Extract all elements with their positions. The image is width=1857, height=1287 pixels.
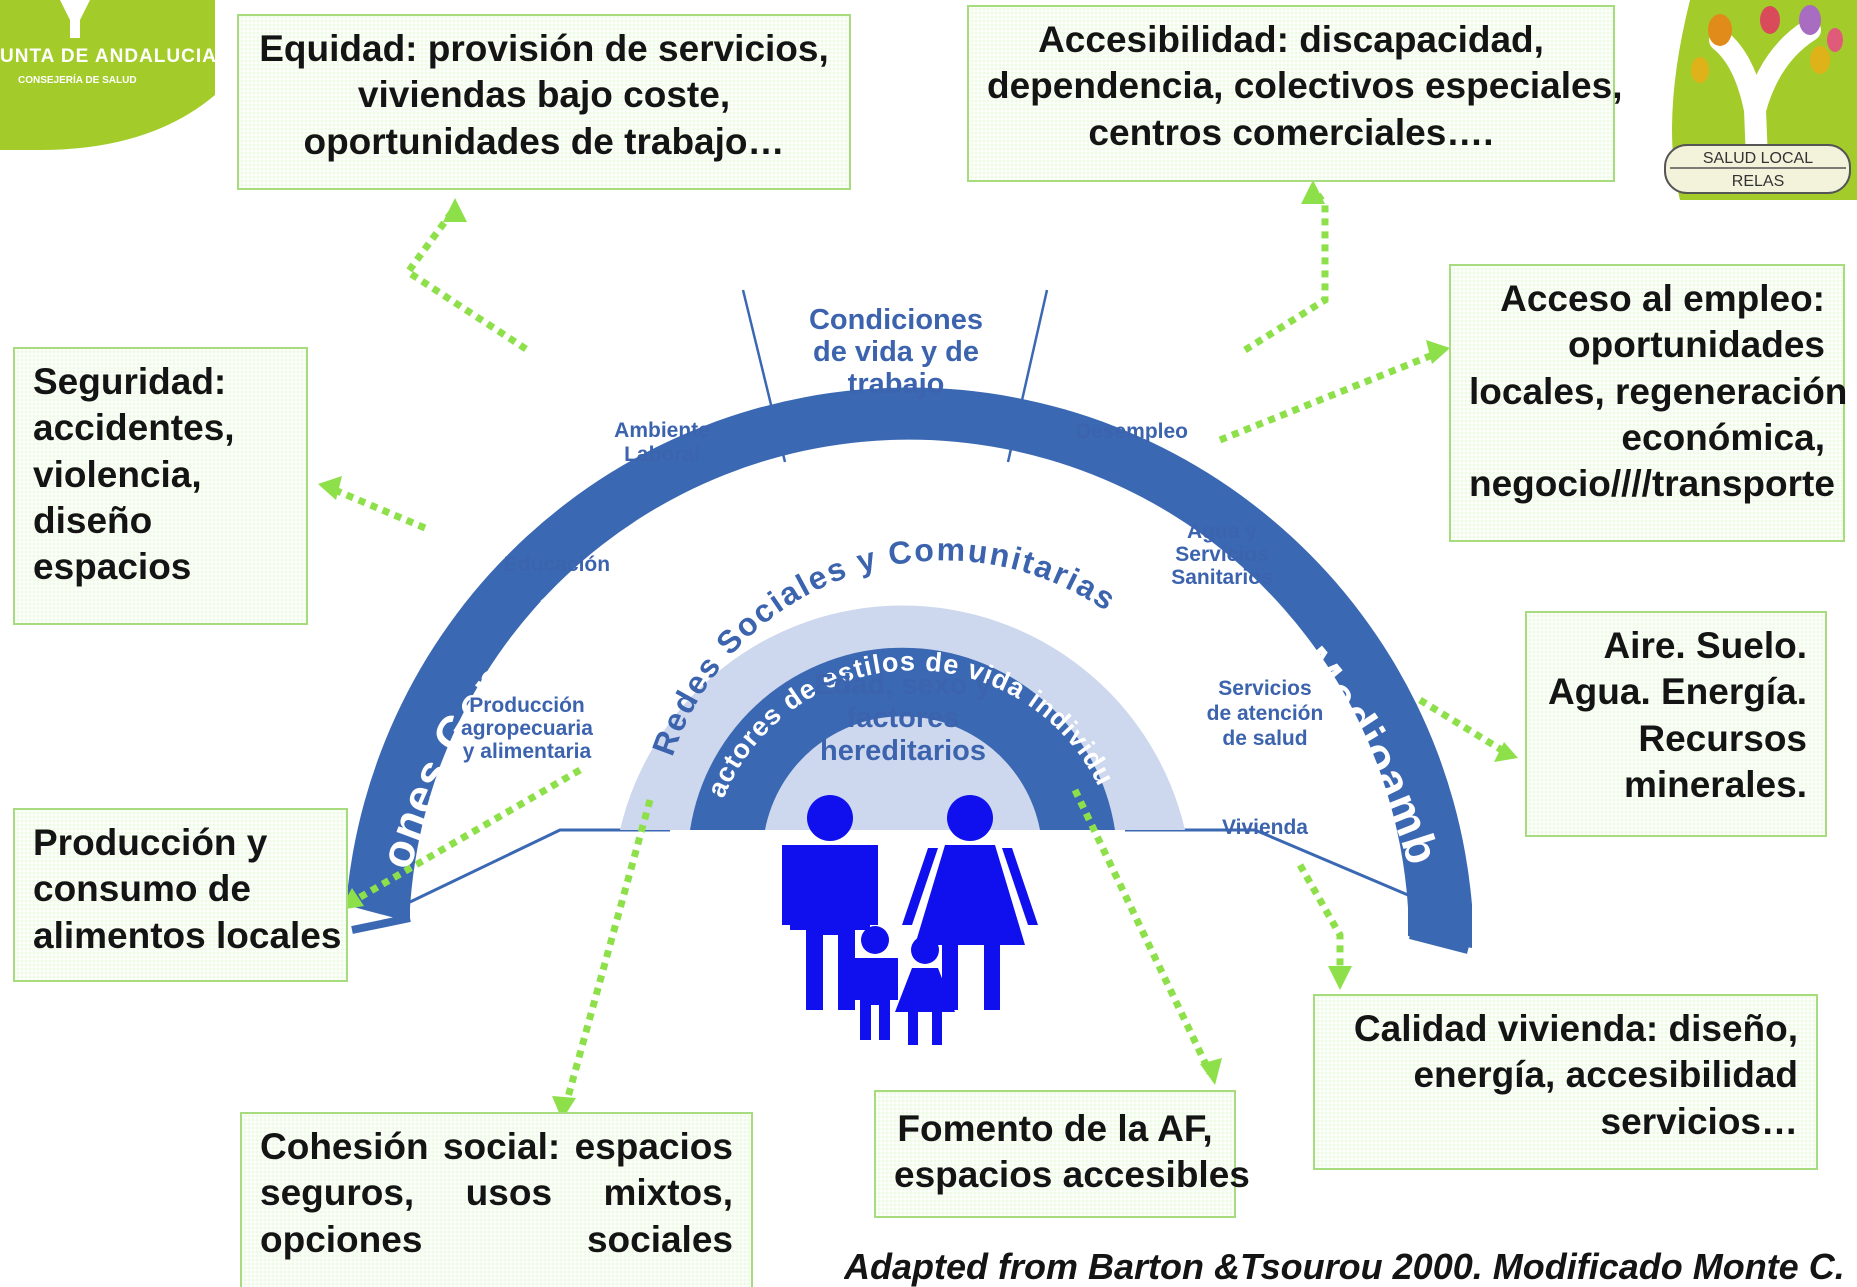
core-line-3: hereditarios	[820, 735, 986, 767]
box-equidad-line-2: viviendas bajo coste,	[357, 74, 731, 116]
sector-agua-1: Agua y	[1187, 520, 1257, 543]
box-equidad: Equidad: provisión de servicios, viviend…	[237, 14, 851, 190]
box-produccion-line-1: Producción y	[33, 822, 268, 863]
box-produccion-consumo: Producción y consumo de alimentos locale…	[13, 808, 348, 982]
box-seguridad-line-4: diseño	[33, 499, 153, 541]
box-calidad-line-3: servicios…	[1600, 1100, 1798, 1142]
box-seguridad-line-5: espacios	[33, 546, 192, 587]
junta-andalucia-logo: UNTA DE ANDALUCIA CONSEJERÍA DE SALUD	[0, 0, 215, 150]
box-aire-line-4: minerales.	[1623, 763, 1807, 805]
sector-desempleo: Desempleo	[1076, 420, 1188, 443]
sector-agua-3: Sanitarios	[1171, 566, 1273, 589]
citation: Adapted from Barton &Tsourou 2000. Modif…	[844, 1246, 1845, 1287]
logo-left-shape	[0, 0, 215, 150]
box-calidad-line-1: Calidad vivienda: diseño,	[1353, 1008, 1798, 1049]
box-acceso-empleo-line-3: locales, regeneración	[1469, 370, 1848, 412]
box-accesibilidad-line-2: dependencia, colectivos especiales,	[987, 65, 1623, 107]
sector-servicios-2: de atención	[1207, 702, 1324, 725]
box-calidad-line-2: energía, accesibilidad	[1413, 1054, 1798, 1096]
logo-left-name: UNTA DE ANDALUCIA	[0, 46, 215, 67]
sector-servicios-3: de salud	[1222, 727, 1307, 750]
box-calidad-vivienda: Calidad vivienda: diseño, energía, acces…	[1313, 994, 1818, 1170]
core-line-1: Edad, sexo y	[814, 669, 991, 701]
box-aire-line-3: Recursos	[1638, 717, 1807, 759]
sector-produccion-3: y alimentaria	[463, 740, 592, 763]
box-produccion-line-2: consumo de	[33, 868, 251, 910]
box-fomento-line-1: Fomento de la AF,	[897, 1108, 1213, 1149]
sector-produccion-2: agropecuaria	[461, 717, 593, 740]
sector-ambiente-1: Ambiente	[614, 419, 710, 442]
logo-right-line1: SALUD LOCAL	[1703, 150, 1813, 167]
box-equidad-line-1: Equidad: provisión de servicios,	[259, 28, 829, 69]
salud-local-relas-logo: SALUD LOCAL RELAS	[1660, 0, 1857, 200]
box-seguridad-line-2: accidentes,	[33, 407, 235, 449]
sector-agua-2: Servicios	[1175, 543, 1268, 566]
box-cohesion-text: Cohesión social: espacios seguros, usos …	[260, 1126, 733, 1260]
sector-vivienda: Vivienda	[1222, 816, 1308, 839]
box-acceso-empleo-line-2: oportunidades	[1568, 324, 1825, 366]
box-aire-line-2: Agua. Energía.	[1547, 671, 1807, 713]
sector-condiciones-3: trabajo	[848, 368, 945, 400]
box-aire-line-1: Aire. Suelo.	[1603, 625, 1807, 666]
box-acceso-empleo: Acceso al empleo: oportunidades locales,…	[1449, 264, 1848, 542]
box-acceso-empleo-line-5: negocio////transporte	[1469, 463, 1835, 504]
box-seguridad-line-3: violencia,	[33, 453, 202, 495]
box-acceso-empleo-line-4: económica,	[1621, 416, 1825, 458]
logo-left-subtitle: CONSEJERÍA DE SALUD	[18, 75, 137, 86]
sector-educacion: Educación	[504, 553, 610, 576]
box-produccion-line-3: alimentos locales	[33, 914, 342, 956]
sector-ambiente-2: Laboral	[624, 443, 700, 466]
family-icon	[782, 795, 1038, 1045]
box-cohesion-social: Cohesión social: espacios seguros, usos …	[240, 1112, 753, 1287]
box-equidad-line-3: oportunidades de trabajo…	[303, 120, 785, 162]
sector-condiciones-2: de vida y de	[813, 336, 979, 368]
box-aire-suelo: Aire. Suelo. Agua. Energía. Recursos min…	[1525, 611, 1827, 837]
box-acceso-empleo-line-1: Acceso al empleo:	[1500, 278, 1825, 319]
box-accesibilidad-line-1: Accesibilidad: discapacidad,	[1038, 19, 1544, 60]
core-line-2: factores	[847, 702, 960, 734]
box-seguridad: Seguridad: accidentes, violencia, diseño…	[13, 347, 308, 625]
box-accesibilidad: Accesibilidad: discapacidad, dependencia…	[967, 5, 1623, 182]
box-fomento-line-2: espacios accesibles	[894, 1154, 1250, 1196]
box-fomento-af: Fomento de la AF, espacios accesibles	[874, 1090, 1250, 1218]
logo-right-line2: RELAS	[1732, 173, 1784, 190]
sector-produccion-1: Producción	[469, 694, 585, 717]
sector-servicios-1: Servicios	[1218, 677, 1311, 700]
box-accesibilidad-line-3: centros comerciales….	[1088, 111, 1494, 153]
box-seguridad-line-1: Seguridad:	[33, 361, 227, 402]
sector-condiciones-1: Condiciones	[809, 304, 983, 336]
